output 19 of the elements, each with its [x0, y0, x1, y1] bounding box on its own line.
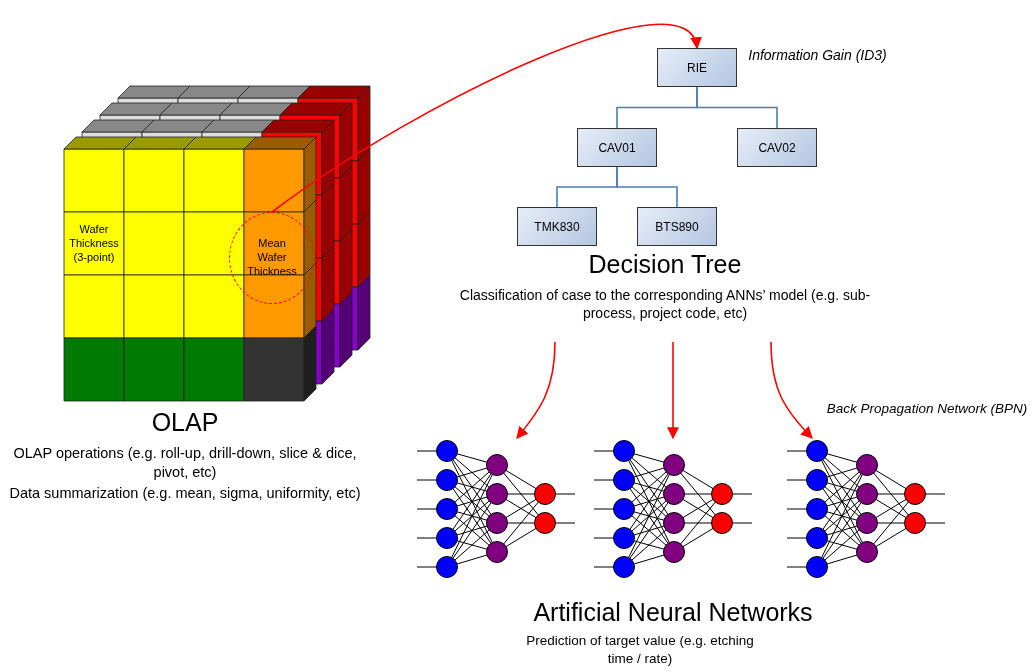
arrow: [516, 341, 556, 439]
arrow: [770, 341, 813, 439]
arrow: [667, 341, 679, 440]
description-text: Classification of case to the corresponding ANNs’ model (e.g. sub-process, project code, etc): [458, 286, 872, 323]
neural-network-drawing: [415, 438, 577, 580]
section-title: Decision Tree: [587, 249, 743, 280]
neural-network-drawing: [592, 438, 754, 580]
annotation-text: Information Gain (ID3): [747, 46, 888, 65]
section-title: Artificial Neural Networks: [532, 597, 814, 628]
description-text: OLAP operations (e.g. roll-up, drill-down, slice & dice, pivot, etc): [12, 444, 358, 482]
tree-node-box: CAV02: [737, 128, 817, 167]
description-text: Prediction of target value (e.g. etching time / rate): [525, 632, 755, 668]
tree-node-box: TMK830: [517, 207, 597, 246]
tree-node-box: BTS890: [637, 207, 717, 246]
description-text: Data summarization (e.g. mean, sigma, uniformity, etc): [8, 484, 362, 503]
neural-network-drawing: [785, 438, 947, 580]
connector-line: [696, 86, 778, 129]
section-title: OLAP: [150, 407, 220, 438]
annotation-text: Back Propagation Network (BPN): [825, 400, 1029, 418]
